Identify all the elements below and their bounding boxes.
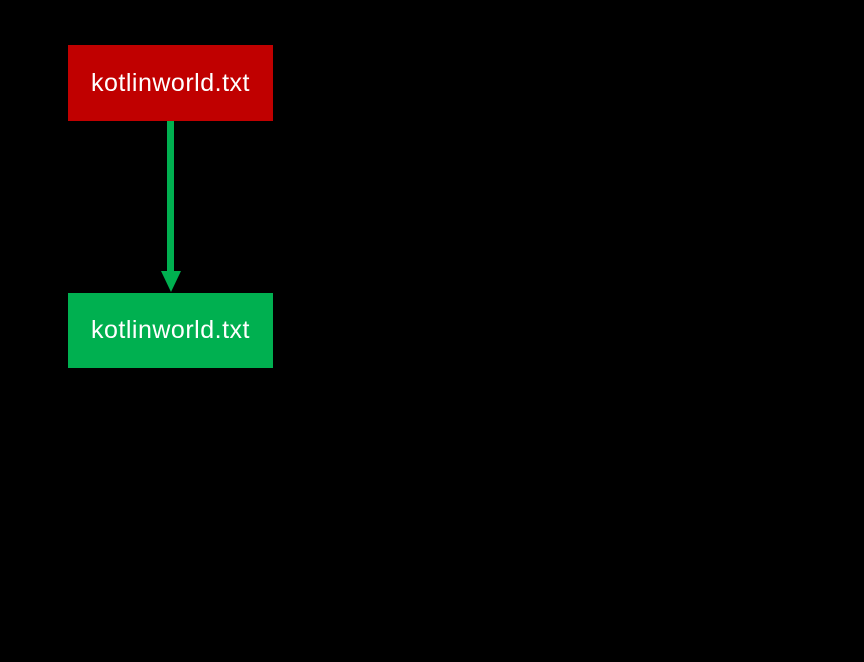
target-file-node: kotlinworld.txt: [68, 293, 273, 368]
target-file-label: kotlinworld.txt: [91, 316, 250, 344]
arrow-down-icon: [161, 271, 181, 292]
flow-arrow-line: [167, 121, 174, 272]
source-file-label: kotlinworld.txt: [91, 68, 250, 97]
source-file-node: kotlinworld.txt: [68, 45, 273, 121]
